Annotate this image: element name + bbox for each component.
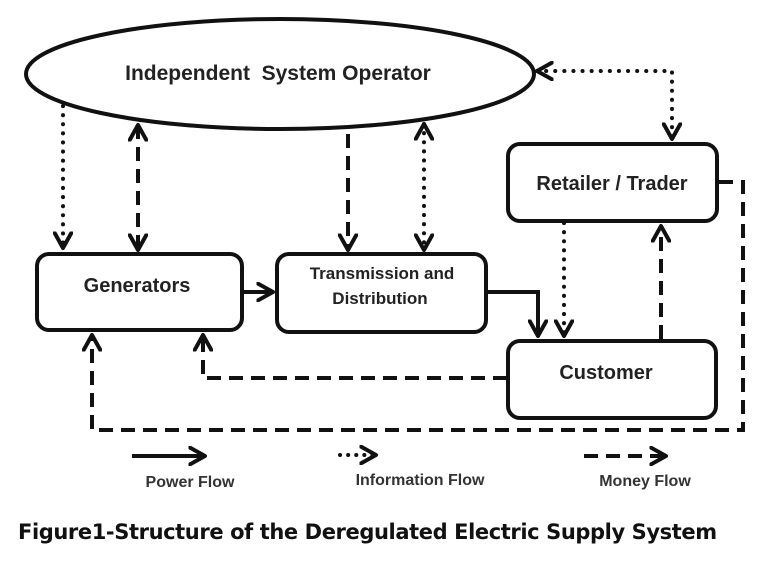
legend-money-label: Money Flow [599,473,691,490]
node-generators: Generators [35,252,244,332]
legend-item-information: Information Flow [338,455,485,489]
iso-label: Independent System Operator [125,62,431,85]
legend-item-money: Money Flow [584,456,691,490]
figure-caption: Figure1-Structure of the Deregulated Ele… [18,520,717,544]
transmission-box [275,252,488,334]
legend-power-label: Power Flow [146,474,235,491]
edge-customer-generators-money [203,335,507,380]
legend-information-label: Information Flow [356,472,485,489]
generators-label: Generators [84,275,191,297]
node-customer: Customer [506,339,718,420]
node-retailer: Retailer / Trader [506,142,719,223]
node-transmission: Transmission and Distribution [275,252,488,334]
edge-transmission-customer-power [487,290,538,336]
retailer-label: Retailer / Trader [536,173,687,195]
edge-retailer-generators-money [92,180,745,432]
node-iso: Independent System Operator [24,17,536,131]
edge-iso-retailer-information [535,71,672,141]
generators-box [35,252,244,332]
iso-ellipse [24,17,536,131]
transmission-label-line2: Distribution [332,289,427,308]
legend: Power Flow Information Flow Money Flow [132,455,691,491]
transmission-label-line1: Transmission and [310,264,455,283]
customer-label: Customer [559,362,653,384]
legend-item-power: Power Flow [132,456,235,491]
customer-box [506,339,718,420]
retailer-box [506,142,719,223]
